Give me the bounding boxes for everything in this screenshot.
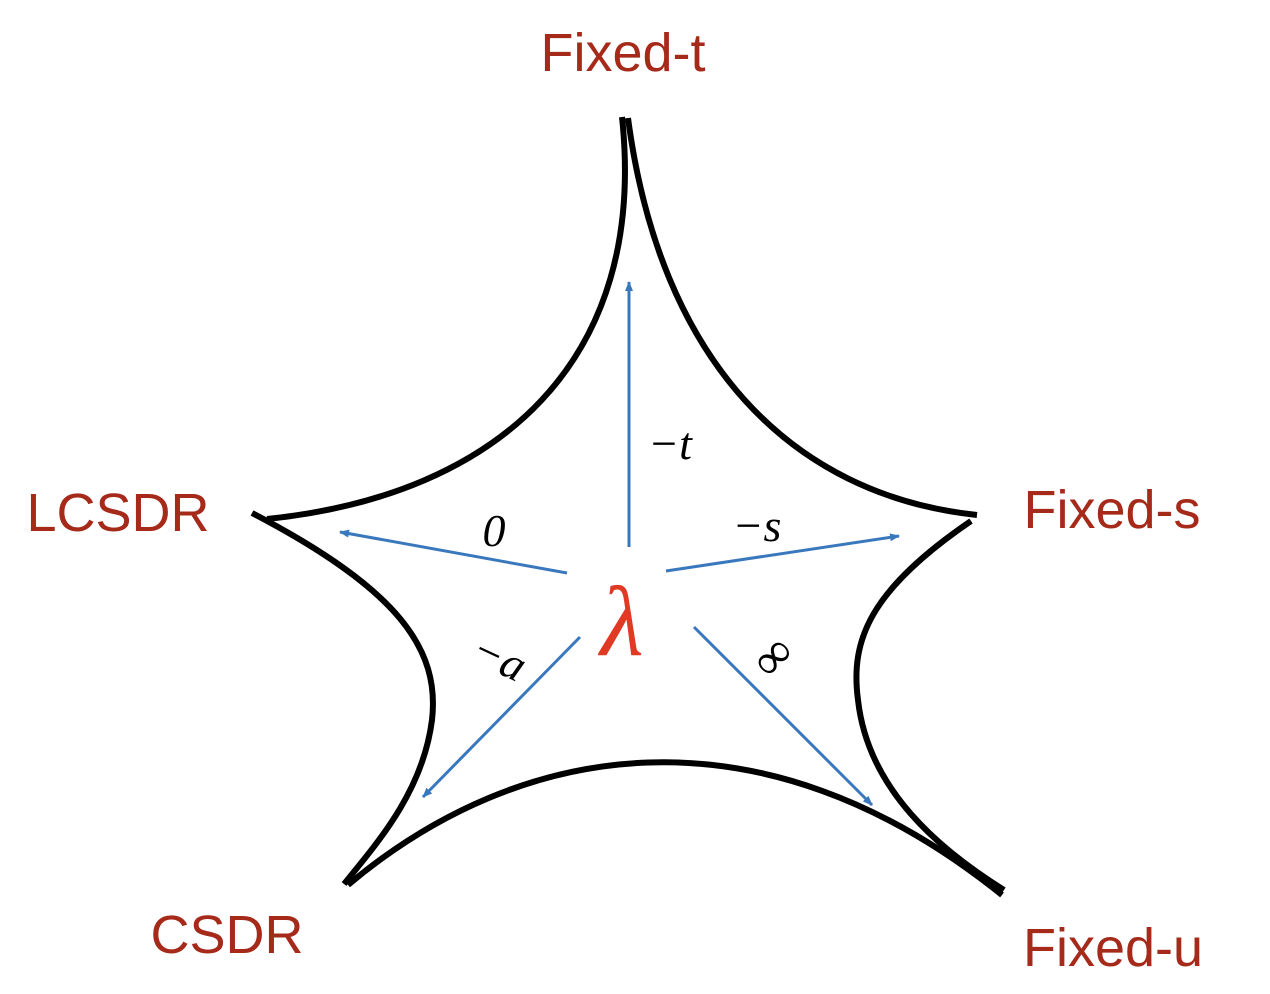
vertex-label-lcsdr: LCSDR (26, 483, 209, 543)
edge-label-right: −s (733, 500, 782, 551)
boundary-top-right (625, 117, 978, 518)
vertex-label-csdr: CSDR (150, 905, 303, 965)
arrow-down-right (692, 625, 874, 807)
edge-label-down-left: −a (464, 622, 535, 691)
arrows (339, 281, 900, 807)
vertex-label-fixed-s: Fixed-s (1023, 480, 1200, 540)
vertex-label-fixed-u: Fixed-u (1023, 918, 1203, 978)
center-lambda: λ (597, 566, 643, 677)
boundary-right (853, 518, 1006, 893)
boundary-curves (250, 116, 1006, 898)
edge-label-down-right: ∞ (740, 624, 807, 691)
edge-label-left: 0 (483, 505, 506, 556)
arrow-left (339, 529, 568, 575)
vertex-label-fixed-t: Fixed-t (540, 23, 705, 83)
boundary-top-left (266, 116, 628, 522)
edge-label-up: −t (648, 418, 693, 469)
boundary-left (250, 510, 436, 886)
arrow-right (665, 533, 900, 573)
vertex-labels: Fixed-t Fixed-s Fixed-u CSDR LCSDR (26, 23, 1203, 978)
boundary-bottom (346, 759, 1004, 898)
arrow-down-left (421, 635, 582, 799)
